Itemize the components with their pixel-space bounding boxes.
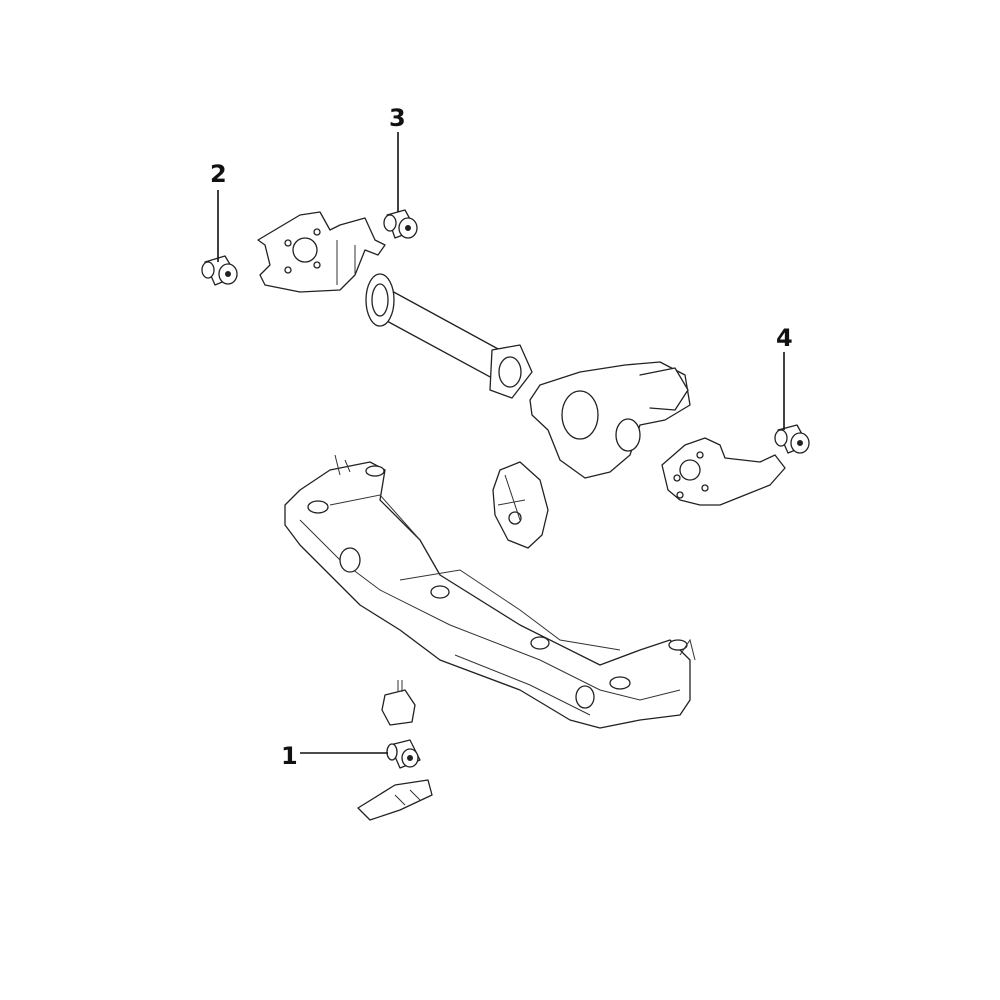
differential-housing — [529, 361, 691, 479]
axle-tube — [365, 273, 533, 399]
bushing-4[interactable] — [774, 424, 810, 454]
bushing-3[interactable] — [383, 209, 418, 239]
callout-2: 2 — [210, 160, 227, 188]
bushing-1[interactable] — [386, 739, 421, 769]
mount-upper-bracket — [381, 680, 416, 726]
callout-1: 1 — [281, 742, 298, 770]
left-mounting-bracket — [257, 211, 386, 293]
callout-4: 4 — [776, 324, 793, 352]
bushing-2[interactable] — [201, 255, 238, 286]
rear-subframe — [284, 454, 696, 729]
differential-cover — [492, 461, 549, 549]
right-mounting-bracket — [661, 437, 786, 506]
mount-lower-bracket — [357, 779, 433, 821]
callout-3: 3 — [389, 104, 406, 132]
